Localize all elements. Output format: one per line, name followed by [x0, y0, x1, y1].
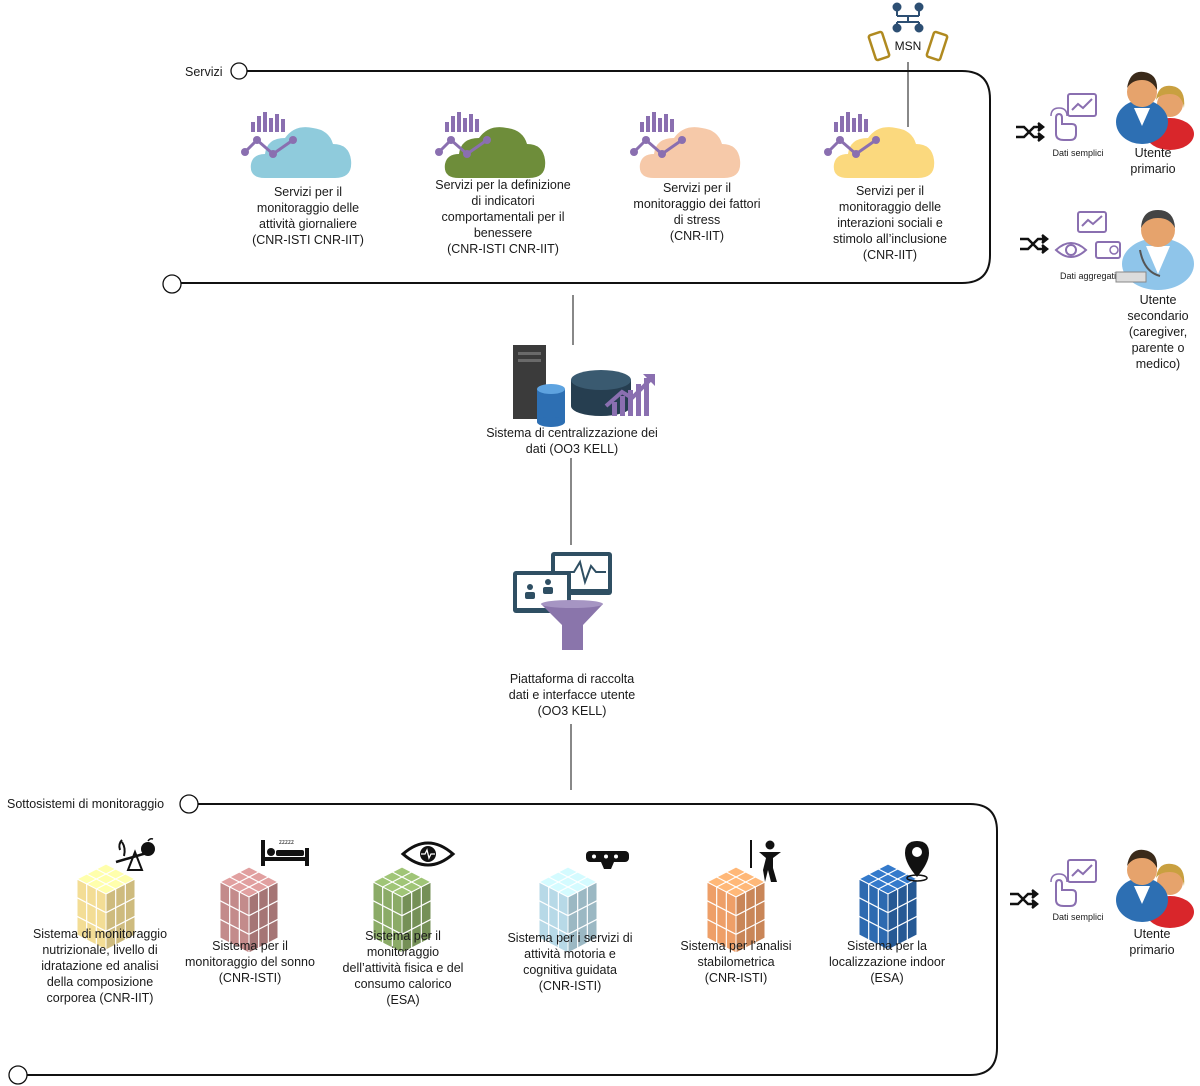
service-icon-behavioral-indicators: [435, 112, 546, 178]
primary-user-label-bottom: Utente primario: [1129, 927, 1175, 957]
cloud-shape: [639, 127, 741, 178]
data-platform-icon: [513, 552, 612, 650]
primary-user-label-top: Utente primario: [1130, 146, 1176, 176]
subsystem-label-physical-activity: Sistema per il monitoraggio dell’attivit…: [342, 929, 464, 1007]
smartphone-right-icon: [925, 30, 949, 62]
subsystems-title: Sottosistemi di monitoraggio: [7, 797, 165, 811]
nutrition-scale-icon: [115, 838, 155, 871]
cloud-shape: [444, 127, 546, 178]
touch-chart-icon-bottom: [1050, 859, 1097, 907]
service-label-social-interactions: Servizi per il monitoraggio delle intera…: [833, 184, 947, 262]
funnel-icon: [541, 600, 603, 650]
secondary-user-avatar: [1115, 210, 1194, 290]
smartphone-left-icon: [867, 30, 891, 62]
service-icon-social-interactions: [824, 112, 935, 178]
cube-stabilometric: [705, 866, 767, 954]
subsystems-frame: [26, 803, 998, 1076]
aggregated-data-icon: [1054, 211, 1121, 259]
services-title: Servizi: [185, 65, 223, 79]
cube-indoor-localization: [857, 863, 919, 951]
primary-user-avatar-top: [1116, 71, 1194, 150]
sleeping-bed-icon: zzzzz: [261, 840, 309, 866]
msn-label: MSN: [895, 39, 922, 53]
central-data-system-icon: [513, 345, 655, 427]
cube-motor-cognitive: [537, 866, 599, 954]
data-platform-label: Piattaforma di raccolta dati e interfacc…: [508, 672, 636, 718]
service-label-behavioral-indicators: Servizi per la definizione di indicatori…: [435, 178, 571, 256]
svg-text:zzzzz: zzzzz: [279, 840, 294, 846]
services-start-node: [230, 62, 248, 80]
cloud-shape: [250, 127, 352, 178]
service-label-stress-factors: Servizi per il monitoraggio dei fattori …: [633, 181, 761, 243]
shuffle-icon-secondary: [1020, 234, 1050, 254]
touch-chart-icon-top: [1050, 93, 1097, 141]
subsystem-label-motor-cognitive: Sistema per i servizi di attività motori…: [507, 931, 633, 993]
services-frame: [180, 70, 991, 284]
cloud-shape: [833, 127, 935, 178]
subsystem-label-stabilometric: Sistema per l’analisi stabilometrica (CN…: [680, 939, 792, 985]
simple-data-label-top: Dati semplici: [1052, 148, 1104, 158]
subsystems-end-node: [8, 1065, 28, 1085]
subsystem-label-indoor-localization: Sistema per la localizzazione indoor (ES…: [828, 939, 946, 985]
subsystems-start-node: [179, 794, 199, 814]
location-pin-icon: [905, 841, 929, 882]
growth-chart-icon: [604, 374, 655, 416]
database-cylinder-icon: [537, 384, 565, 427]
service-icon-stress-factors: [630, 112, 741, 178]
secondary-user-label: Utente secondario (caregiver, parente o …: [1127, 293, 1189, 371]
shuffle-icon-bottom: [1010, 889, 1040, 909]
msn-network-icon: [867, 2, 949, 127]
kinect-sensor-icon: [586, 851, 629, 869]
cube-physical-activity: [371, 866, 433, 954]
cube-nutrition: [75, 863, 137, 951]
services-end-node: [162, 274, 182, 294]
simple-data-label-bottom: Dati semplici: [1052, 912, 1104, 922]
service-icon-daily-activities: [241, 112, 352, 178]
eye-icon: [400, 841, 456, 867]
primary-user-avatar-bottom: [1116, 849, 1194, 928]
subsystem-label-sleep: Sistema per il monitoraggio del sonno (C…: [185, 939, 315, 985]
view-eye-icon: [1054, 242, 1088, 258]
subsystem-label-nutrition: Sistema di monitoraggio nutrizionale, li…: [32, 927, 168, 1005]
standing-person-icon: [750, 840, 781, 882]
shuffle-icon-top: [1016, 122, 1046, 142]
central-data-system-label: Sistema di centralizzazione dei dati (OO…: [486, 426, 658, 456]
cube-sleep: [218, 866, 280, 954]
service-label-daily-activities: Servizi per il monitoraggio delle attivi…: [252, 185, 364, 247]
aggregated-data-label: Dati aggregati: [1059, 271, 1117, 281]
